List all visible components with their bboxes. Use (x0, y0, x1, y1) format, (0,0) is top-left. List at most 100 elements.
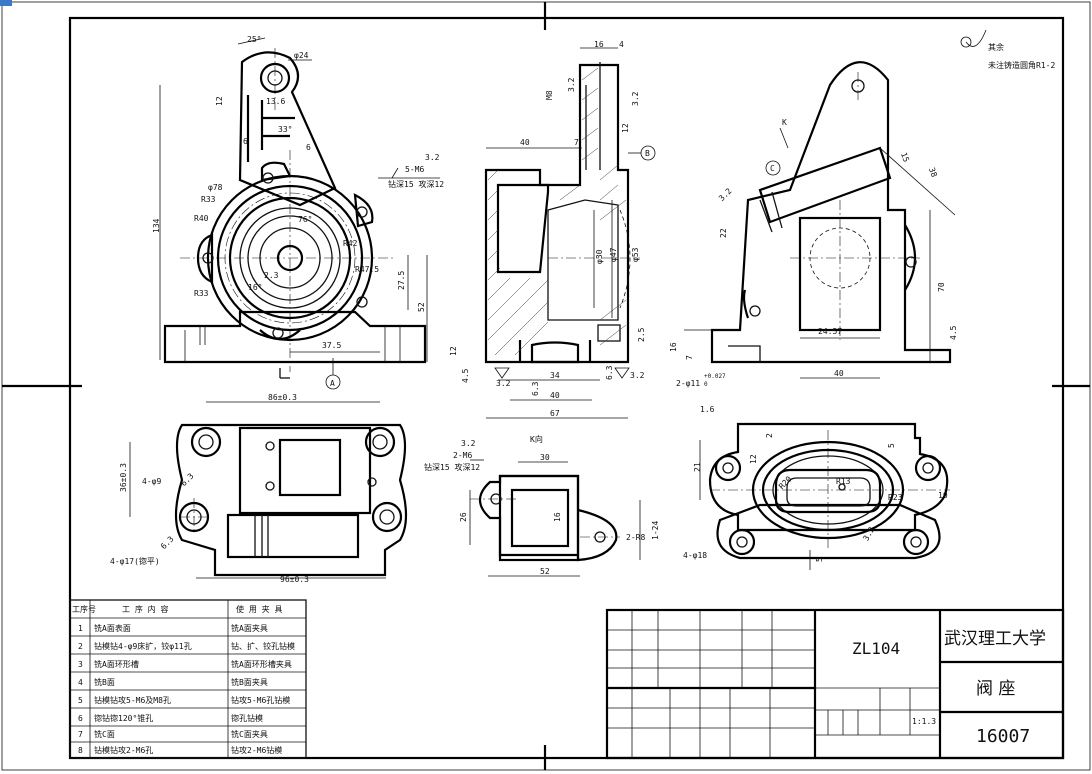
table-cell-no: 6 (78, 714, 83, 723)
dim-76deg: 76° (298, 215, 312, 224)
dim-r47-5: R47.5 (355, 265, 379, 274)
dim-3-2-c: 3.2 (631, 91, 640, 106)
dim-10: 10 (938, 491, 948, 500)
dim-r33a: R33 (201, 195, 216, 204)
dim-r42: R42 (343, 239, 358, 248)
dim-3-2-a: 3.2 (425, 153, 440, 162)
dim-m8: M8 (545, 90, 554, 100)
dim-12: 12 (215, 96, 224, 106)
dim-tol-upper: +0.027 (704, 373, 726, 380)
table-cell-fixture: 锪孔钻模 (231, 713, 263, 723)
note-fillet: 未注铸造圆角R1-2 (988, 60, 1055, 70)
inner-border (68, 16, 1065, 760)
dim-3-2-e: 3.2 (630, 371, 645, 380)
table-cell-content: 钻模钻4-φ9床扩，铰φ11孔 (94, 641, 192, 651)
dim-1-6: 1.6 (700, 405, 715, 414)
dim-4phi17: 4-φ17(锪平) (110, 556, 160, 566)
k-view (469, 459, 641, 577)
dim-12c: 12 (449, 346, 458, 356)
dim-4-5: 4.5 (461, 368, 470, 383)
material: ZL104 (852, 639, 900, 658)
table-cell-fixture: 铣B面夹具 (231, 677, 268, 687)
bottom-view (699, 422, 950, 570)
view-k-arrow-label: K (782, 118, 787, 127)
dim-6-3d: 6.3 (159, 534, 176, 551)
dim-40b: 40 (550, 391, 560, 400)
table-header-fixture: 使 用 夹 具 (236, 604, 282, 614)
dim-12b: 12 (621, 123, 630, 133)
dim-4phi18: 4-φ18 (683, 551, 707, 560)
dim-1-24: 1-24 (651, 521, 660, 540)
dim-phi24: φ24 (294, 51, 309, 60)
dim-phi30: φ30 (595, 249, 604, 264)
dim-3-2-g: 3.2 (461, 439, 476, 448)
dim-24-57: 24.57 (818, 327, 842, 336)
corner-tab (0, 0, 12, 6)
table-cell-no: 1 (78, 624, 83, 633)
dim-r23: R23 (888, 493, 903, 502)
dim-5b: 5 (815, 557, 824, 562)
dim-5: 5 (887, 443, 896, 448)
table-cell-fixture: 铣A面夹具 (231, 623, 268, 633)
dim-phi78: φ78 (208, 183, 223, 192)
table-cell-content: 钻模钻攻2-M6孔 (94, 745, 153, 755)
dim-tol-lower: 0 (704, 381, 708, 388)
table-cell-no: 3 (78, 660, 83, 669)
dim-38: 38 (927, 166, 939, 178)
dim-6-3b: 6.3 (605, 365, 614, 380)
datum-a: A (330, 379, 335, 388)
dim-40c: 40 (834, 369, 844, 378)
scale: 1:1.3 (912, 717, 936, 726)
table-cell-no: 2 (78, 642, 83, 651)
table-header-no: 工序号 (72, 604, 96, 614)
datum-b: B (645, 149, 650, 158)
table-cell-no: 8 (78, 746, 83, 755)
dim-2m6: 2-M6 (453, 451, 472, 460)
table-cell-fixture: 钻攻2-M6钻模 (231, 745, 282, 755)
dim-4-5b: 4.5 (949, 325, 958, 340)
table-cell-fixture: 钻攻5-M6孔钻模 (231, 695, 290, 705)
process-table-grid (69, 599, 307, 759)
table-cell-fixture: 铣A面环形槽夹具 (231, 659, 292, 669)
table-cell-fixture: 铣C面夹具 (231, 729, 268, 739)
dim-6-3a: 6.3 (531, 381, 540, 396)
section-view (484, 47, 656, 419)
dim-r40: R40 (194, 214, 209, 223)
dim-3-2-b: 3.2 (567, 77, 576, 92)
table-cell-content: 铣C面 (94, 729, 115, 739)
table-cell-no: 4 (78, 678, 83, 687)
view-k-title: K向 (530, 434, 543, 444)
dim-27-5: 27.5 (397, 271, 406, 290)
dim-13-6: 13.6 (266, 97, 285, 106)
dim-16deg: 16° (248, 283, 262, 292)
dim-52: 52 (417, 302, 426, 312)
dim-5m6: 5-M6 (405, 165, 424, 174)
dim-4phi9: 4-φ9 (142, 477, 161, 486)
table-cell-no: 7 (78, 730, 83, 739)
dim-6a: 6 (243, 137, 248, 146)
dim-7b: 7 (685, 355, 694, 360)
dim-33deg: 33° (278, 125, 292, 134)
table-cell-content: 铣A面表面 (94, 623, 131, 633)
drawing-number: 16007 (976, 726, 1030, 747)
dim-2: 2 (765, 433, 774, 438)
table-cell-content: 铣B面 (94, 677, 115, 687)
dim-16b: 16 (669, 342, 678, 352)
table-cell-no: 5 (78, 696, 83, 705)
table-cell-content: 铣A面环形槽 (94, 659, 139, 669)
dim-86: 86±0.3 (268, 393, 297, 402)
dim-3-2-f: 3.2 (717, 186, 734, 203)
note-rest-finish: 其余 (988, 42, 1004, 52)
dim-r13: R13 (836, 477, 851, 486)
dim-2-3: 2.3 (264, 271, 279, 280)
general-notes: 其余 未注铸造圆角R1-2 (988, 42, 1055, 70)
dim-134: 134 (152, 218, 161, 233)
dim-4: 4 (619, 40, 624, 49)
dim-phi47: φ47 (609, 247, 618, 262)
dim-2r8: 2-R8 (626, 533, 645, 542)
dim-r20: R20 (777, 474, 794, 491)
